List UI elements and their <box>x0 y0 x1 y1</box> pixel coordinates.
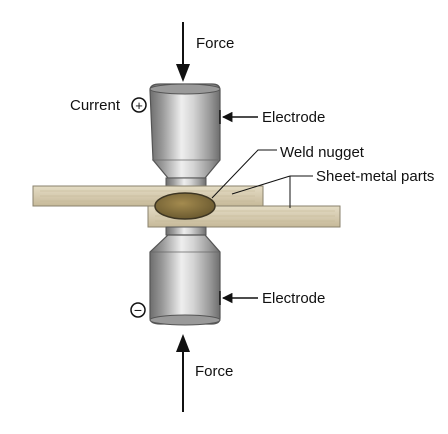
svg-text:+: + <box>135 98 143 113</box>
electrode-label-bottom: Electrode <box>262 290 325 307</box>
negative-terminal-icon: − <box>130 302 146 318</box>
current-label: Current <box>70 97 121 114</box>
bottom-electrode <box>149 226 221 326</box>
electrode-bottom-leader <box>219 291 258 305</box>
force-label-bottom: Force <box>195 363 233 380</box>
positive-terminal-icon: + <box>131 97 147 113</box>
force-arrow-top <box>176 22 190 82</box>
weld-nugget <box>154 192 216 220</box>
weld-nugget-label: Weld nugget <box>280 144 365 161</box>
weld-nugget-leader <box>211 149 277 199</box>
sheet-metal-label: Sheet-metal parts <box>316 168 434 185</box>
sheet-metal-leader <box>231 175 313 208</box>
top-electrode <box>149 83 221 187</box>
force-arrow-bottom <box>176 334 190 412</box>
svg-text:−: − <box>134 302 142 318</box>
electrode-top-leader <box>219 110 258 124</box>
electrode-label-top: Electrode <box>262 109 325 126</box>
force-label-top: Force <box>196 35 234 52</box>
